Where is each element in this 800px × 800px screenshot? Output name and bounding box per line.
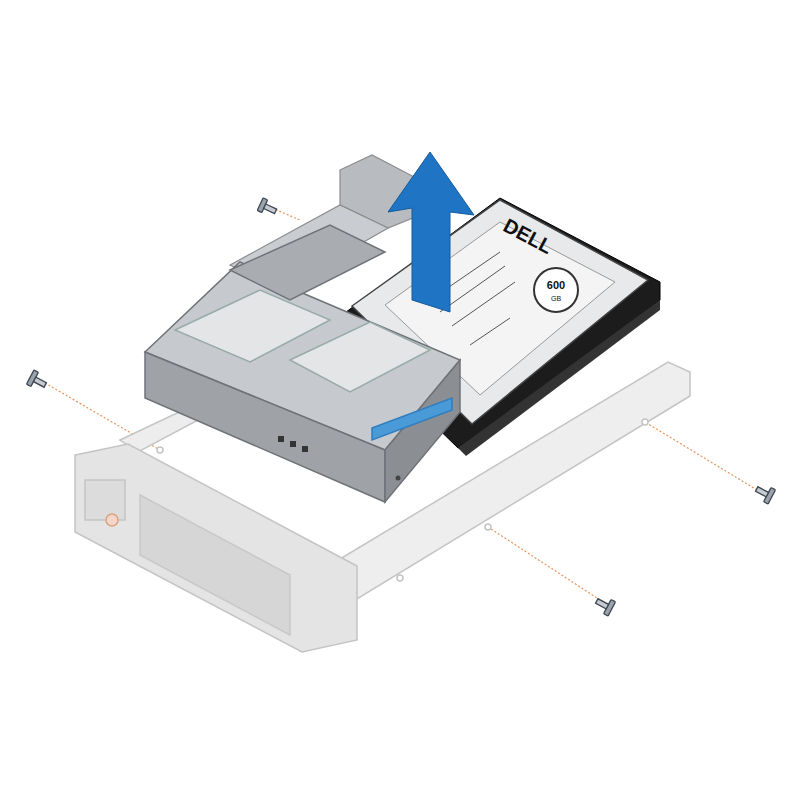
capacity-number: 600 [547,280,565,291]
capacity-unit: GB [551,295,561,302]
lift-arrow [388,152,474,312]
screws [26,198,775,616]
